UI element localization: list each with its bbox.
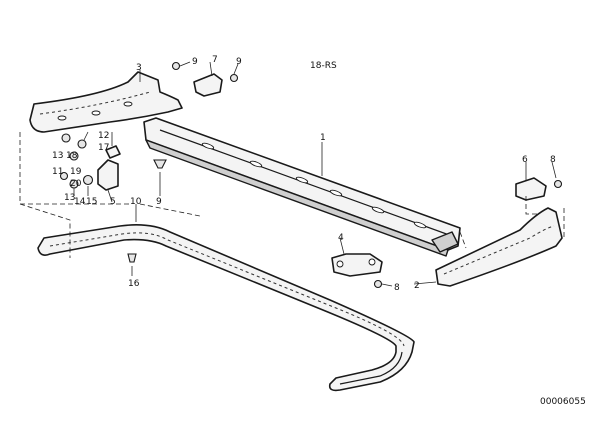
callout-14: 14 bbox=[74, 197, 86, 207]
callout-2: 2 bbox=[414, 281, 420, 291]
callout-labels: 3 9 7 9 1 12 13 18 17 19 11 20 13 14 15 … bbox=[52, 55, 556, 293]
callout-12: 12 bbox=[98, 131, 109, 141]
bumper-carrier-bar bbox=[143, 117, 461, 257]
callout-7: 7 bbox=[212, 55, 218, 65]
callout-6: 6 bbox=[522, 155, 528, 165]
callout-9a: 9 bbox=[192, 57, 198, 67]
left-corner-piece bbox=[29, 71, 183, 133]
diagram-section-code: 18-RS bbox=[310, 61, 337, 71]
callout-5: 5 bbox=[110, 197, 116, 207]
callout-8a: 8 bbox=[394, 283, 400, 293]
callout-19: 19 bbox=[70, 167, 82, 177]
right-clip-bracket bbox=[515, 177, 563, 201]
callout-9b: 9 bbox=[236, 57, 242, 67]
drawing-number: 00006055 bbox=[540, 397, 586, 407]
callout-10: 10 bbox=[130, 197, 142, 207]
callout-9c: 9 bbox=[156, 197, 162, 207]
right-corner-piece bbox=[435, 207, 563, 287]
callout-16: 16 bbox=[128, 279, 140, 289]
callout-15: 15 bbox=[86, 197, 97, 207]
hardware-cluster bbox=[59, 133, 383, 289]
callout-4: 4 bbox=[338, 233, 344, 243]
callout-13a: 13 bbox=[52, 151, 63, 161]
callout-17: 17 bbox=[98, 143, 109, 153]
callout-20: 20 bbox=[70, 179, 82, 189]
callout-1: 1 bbox=[320, 133, 326, 143]
callout-3: 3 bbox=[136, 63, 142, 73]
callout-8b: 8 bbox=[550, 155, 556, 165]
mounting-bracket bbox=[331, 253, 383, 277]
callout-18: 18 bbox=[66, 151, 78, 161]
reference-lines bbox=[19, 132, 565, 258]
bumper-trim-strip bbox=[37, 224, 415, 392]
callout-11: 11 bbox=[52, 167, 63, 177]
top-clip-bracket bbox=[171, 61, 239, 97]
callout-13b: 13 bbox=[64, 193, 75, 203]
leader-lines bbox=[73, 61, 557, 287]
